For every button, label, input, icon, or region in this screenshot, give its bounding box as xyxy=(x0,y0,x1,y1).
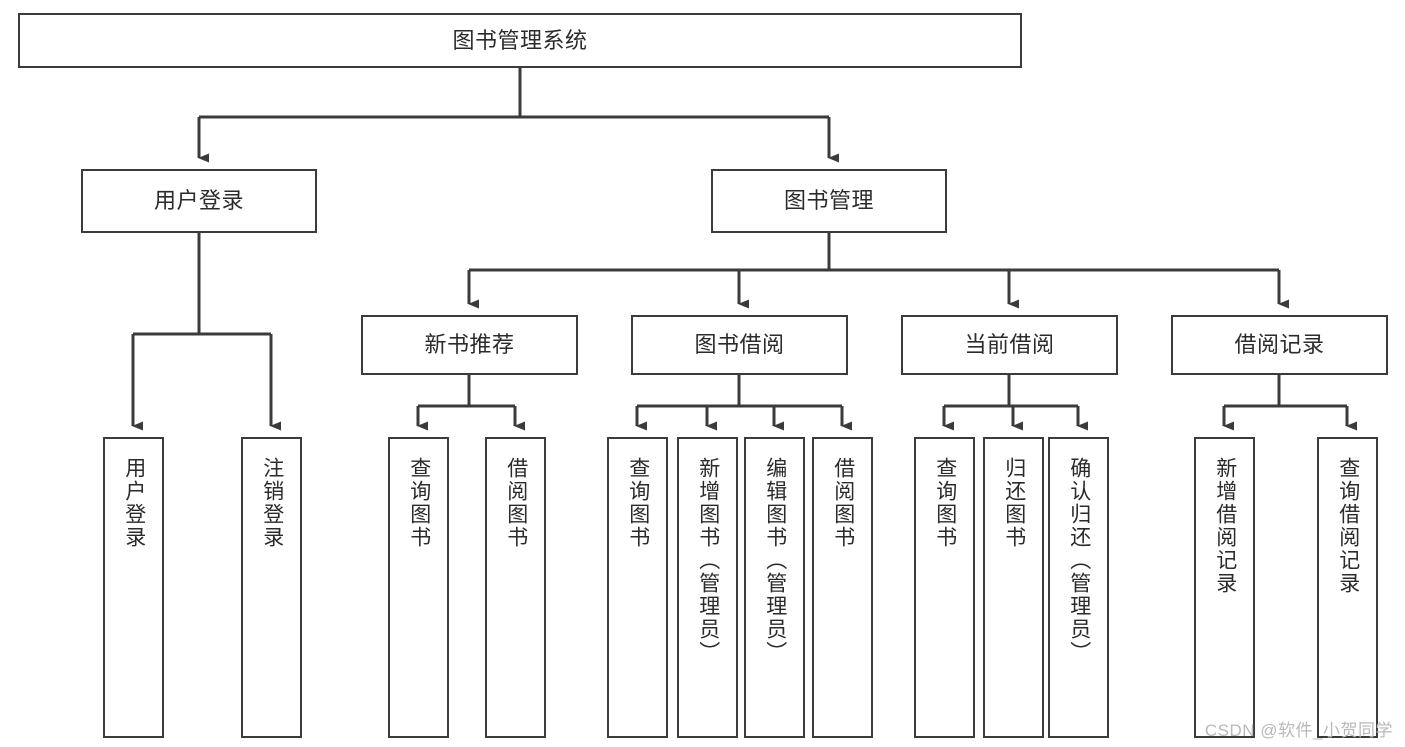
node-user-login[interactable]: 用户登录 xyxy=(81,169,317,233)
node-leaf-user-login-label: 用户登录 xyxy=(122,457,146,549)
node-leaf-query-record[interactable]: 查询借阅记录 xyxy=(1317,437,1378,738)
node-root-label: 图书管理系统 xyxy=(452,27,588,53)
node-leaf-query-book-1-label: 查询图书 xyxy=(407,457,431,549)
node-book-manage-label: 图书管理 xyxy=(783,188,874,214)
node-borrow-record[interactable]: 借阅记录 xyxy=(1171,315,1388,375)
node-book-borrow-label: 图书借阅 xyxy=(694,332,785,358)
node-leaf-user-login[interactable]: 用户登录 xyxy=(103,437,164,738)
node-leaf-confirm-return-label: 确认归还（管理员） xyxy=(1067,457,1091,664)
node-leaf-user-logout[interactable]: 注销登录 xyxy=(241,437,302,738)
node-leaf-borrow-book-2[interactable]: 借阅图书 xyxy=(812,437,873,738)
node-leaf-add-book[interactable]: 新增图书（管理员） xyxy=(677,437,738,738)
node-leaf-borrow-book-1[interactable]: 借阅图书 xyxy=(485,437,546,738)
node-new-book-recommend-label: 新书推荐 xyxy=(424,332,515,358)
node-borrow-record-label: 借阅记录 xyxy=(1234,332,1325,358)
node-leaf-query-book-2[interactable]: 查询图书 xyxy=(607,437,668,738)
node-current-borrow-label: 当前借阅 xyxy=(964,332,1055,358)
node-leaf-borrow-book-1-label: 借阅图书 xyxy=(504,457,528,549)
node-leaf-add-record-label: 新增借阅记录 xyxy=(1213,457,1237,595)
node-leaf-query-book-1[interactable]: 查询图书 xyxy=(388,437,449,738)
node-leaf-query-book-3[interactable]: 查询图书 xyxy=(914,437,975,738)
node-leaf-query-book-2-label: 查询图书 xyxy=(626,457,650,549)
node-leaf-query-record-label: 查询借阅记录 xyxy=(1336,457,1360,595)
node-leaf-add-record[interactable]: 新增借阅记录 xyxy=(1194,437,1255,738)
node-leaf-edit-book[interactable]: 编辑图书（管理员） xyxy=(744,437,805,738)
node-new-book-recommend[interactable]: 新书推荐 xyxy=(361,315,578,375)
node-root[interactable]: 图书管理系统 xyxy=(18,13,1022,68)
node-user-login-label: 用户登录 xyxy=(153,188,244,214)
node-leaf-confirm-return[interactable]: 确认归还（管理员） xyxy=(1048,437,1109,738)
node-leaf-edit-book-label: 编辑图书（管理员） xyxy=(763,457,787,664)
node-current-borrow[interactable]: 当前借阅 xyxy=(901,315,1118,375)
node-leaf-query-book-3-label: 查询图书 xyxy=(933,457,957,549)
node-book-borrow[interactable]: 图书借阅 xyxy=(631,315,848,375)
node-book-manage[interactable]: 图书管理 xyxy=(711,169,947,233)
node-leaf-borrow-book-2-label: 借阅图书 xyxy=(831,457,855,549)
node-leaf-user-logout-label: 注销登录 xyxy=(260,457,284,549)
node-leaf-return-book-label: 归还图书 xyxy=(1002,457,1026,549)
csdn-watermark: CSDN @软件_小贺同学 xyxy=(1204,721,1393,740)
node-leaf-return-book[interactable]: 归还图书 xyxy=(983,437,1044,738)
node-leaf-add-book-label: 新增图书（管理员） xyxy=(696,457,720,664)
